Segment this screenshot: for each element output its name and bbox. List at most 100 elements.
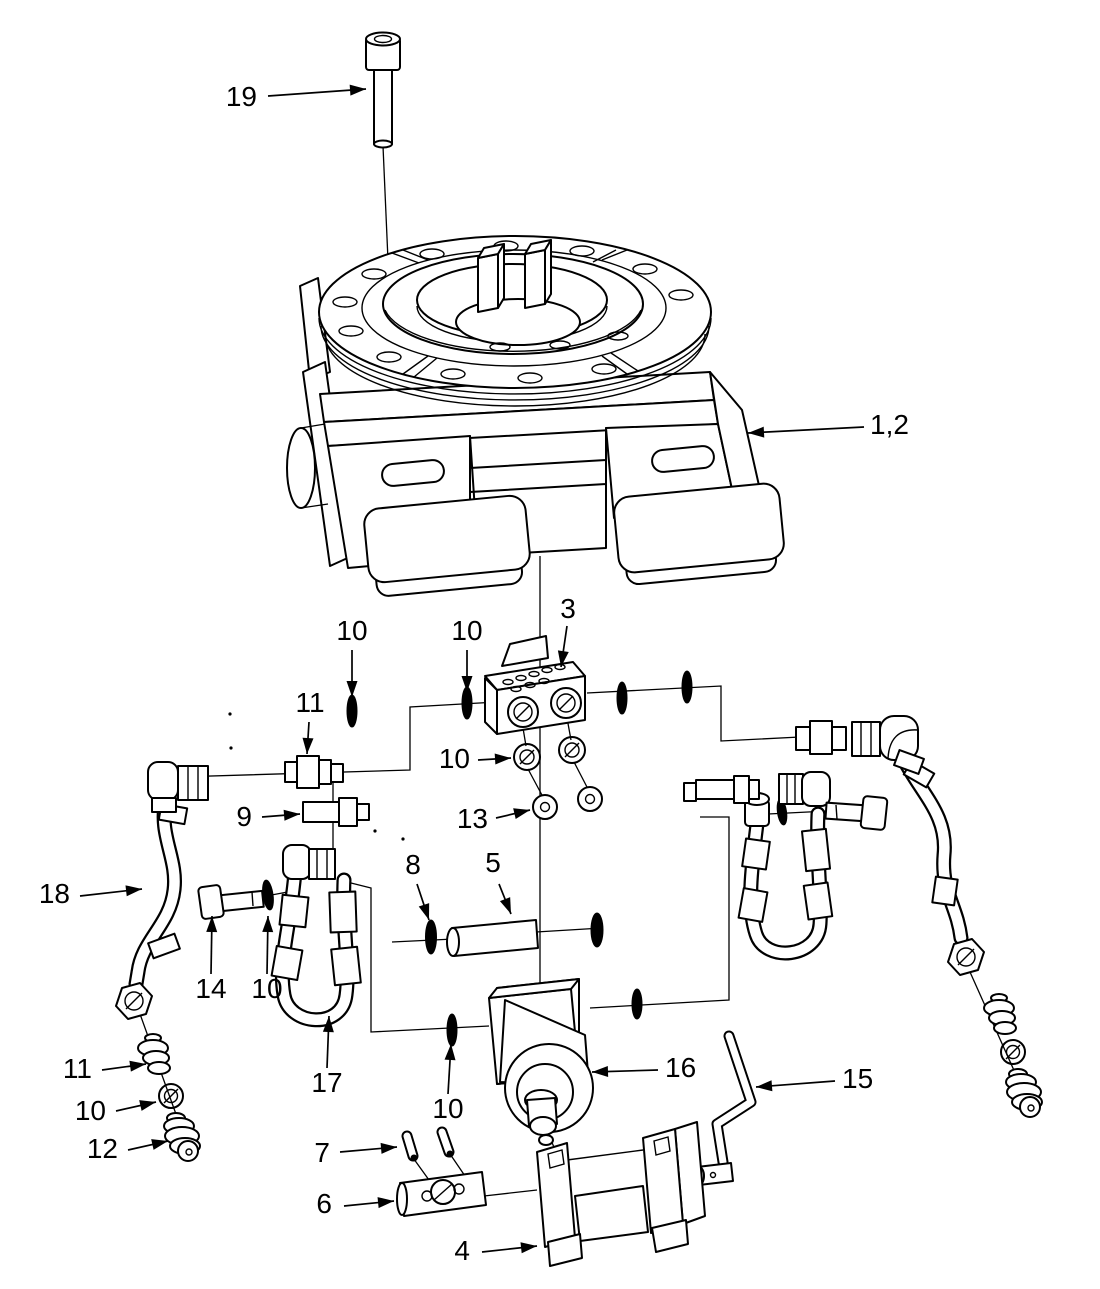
callout-leader-line xyxy=(267,88,367,97)
callout-10-a: 10 xyxy=(336,615,368,697)
callout-arrowhead-icon xyxy=(494,753,511,765)
part-label-10-e: 10 xyxy=(432,1093,463,1124)
valve-block-top-holes xyxy=(502,663,566,693)
callout-1-2: 1,2 xyxy=(747,409,909,440)
callout-arrowhead-icon xyxy=(520,1242,537,1254)
part-label-17: 17 xyxy=(311,1067,342,1098)
callout-12: 12 xyxy=(87,1133,169,1164)
callout-arrowhead-icon xyxy=(125,885,142,897)
u-hose-17-right xyxy=(683,771,889,961)
callout-11-b: 11 xyxy=(63,1053,147,1084)
cylinder-16 xyxy=(488,978,594,1146)
callout-arrowhead-icon xyxy=(139,1100,156,1111)
callout-arrowhead-icon xyxy=(557,650,569,667)
callout-arrowhead-icon xyxy=(129,1060,146,1072)
callout-11-a: 11 xyxy=(295,687,325,755)
callout-10-b: 10 xyxy=(451,615,483,692)
callout-18: 18 xyxy=(39,878,143,909)
part-label-8: 8 xyxy=(405,849,421,880)
callout-arrowhead-icon xyxy=(748,426,765,438)
callout-10-e: 10 xyxy=(432,1043,464,1124)
callout-13: 13 xyxy=(457,803,531,834)
hose-18-left xyxy=(115,761,209,1020)
callout-arrowhead-icon xyxy=(283,809,300,821)
callout-6: 6 xyxy=(316,1188,395,1219)
part-label-11-a: 11 xyxy=(295,687,324,718)
callout-arrowhead-icon xyxy=(444,1044,456,1061)
part-label-12: 12 xyxy=(87,1133,118,1164)
callout-arrowhead-icon xyxy=(380,1142,397,1154)
callout-4: 4 xyxy=(454,1235,538,1266)
u-hose-17-left xyxy=(270,844,362,1028)
callout-arrowhead-icon xyxy=(151,1139,168,1150)
seal-washers-10 xyxy=(262,670,788,1047)
callout-arrowhead-icon xyxy=(302,737,314,754)
part-label-19: 19 xyxy=(226,81,257,112)
callout-15: 15 xyxy=(755,1063,873,1094)
part-label-6: 6 xyxy=(316,1188,332,1219)
oring-10-right xyxy=(558,736,586,764)
callout-arrowhead-icon xyxy=(262,916,274,933)
callout-layer: 19 1,2 3 10 10 10 13 11 9 8 5 18 14 10 17 10 16 15 11 10 12 7… xyxy=(39,81,909,1266)
nipple-fitting-9-right xyxy=(683,775,760,804)
part-label-4: 4 xyxy=(454,1235,470,1266)
callout-19: 19 xyxy=(226,81,367,112)
valve-port-right xyxy=(550,687,582,719)
elbow-fitting-17-right xyxy=(778,771,831,807)
slewing-ring xyxy=(318,235,712,407)
part-label-9: 9 xyxy=(236,801,252,832)
part-label-3: 3 xyxy=(560,593,576,624)
callout-arrowhead-icon xyxy=(349,84,366,96)
callout-arrowhead-icon xyxy=(461,676,473,692)
elbow-fitting-18-right xyxy=(851,715,925,775)
valve-port-left xyxy=(507,696,539,728)
hex-nut-18-right xyxy=(947,938,985,976)
callout-17: 17 xyxy=(311,1015,343,1098)
clevis-4 xyxy=(536,1121,706,1267)
callout-9: 9 xyxy=(236,801,301,832)
part-label-10-d: 10 xyxy=(251,973,282,1004)
callout-arrowhead-icon xyxy=(592,1066,609,1078)
part-label-10-b: 10 xyxy=(451,615,482,646)
callout-arrowhead-icon xyxy=(322,1016,334,1033)
callout-arrowhead-icon xyxy=(377,1197,394,1209)
callout-leader-line xyxy=(747,426,865,434)
part-label-10-c: 10 xyxy=(439,743,470,774)
pin-7-a xyxy=(401,1130,419,1162)
seal-ring-10-bottom-left xyxy=(158,1083,184,1109)
plate-6 xyxy=(396,1171,487,1217)
ring-key-tabs xyxy=(477,239,552,313)
callout-10-f: 10 xyxy=(75,1095,157,1126)
part-label-18: 18 xyxy=(39,878,70,909)
part-label-5: 5 xyxy=(485,847,501,878)
part-label-10-a: 10 xyxy=(336,615,367,646)
fitting-11-bottom-right xyxy=(983,993,1017,1035)
callout-arrowhead-icon xyxy=(756,1080,773,1092)
valve-block-3 xyxy=(484,635,586,735)
seal-ring-10-bottom-right xyxy=(1000,1039,1026,1065)
ring-bolt-holes xyxy=(332,240,694,384)
screw-19 xyxy=(365,31,401,149)
part-label-10-f: 10 xyxy=(75,1095,106,1126)
callout-10-d: 10 xyxy=(251,915,283,1004)
elbow-fitting-18-left xyxy=(147,761,209,813)
callout-3: 3 xyxy=(557,593,576,668)
part-label-1-2: 1,2 xyxy=(870,409,909,440)
callout-14: 14 xyxy=(195,915,227,1004)
part-label-14: 14 xyxy=(195,973,226,1004)
part-label-16: 16 xyxy=(665,1052,696,1083)
elbow-fitting-17-left xyxy=(282,844,336,880)
callout-arrowhead-icon xyxy=(418,903,430,920)
callout-arrowhead-icon xyxy=(206,916,218,933)
callout-arrowhead-icon xyxy=(346,681,358,697)
callout-8: 8 xyxy=(405,849,430,921)
hex-nut-18-left xyxy=(115,982,153,1020)
callout-arrowhead-icon xyxy=(513,808,530,820)
plug-12-left xyxy=(163,1112,201,1162)
part-label-7: 7 xyxy=(314,1137,330,1168)
callout-5: 5 xyxy=(485,847,512,915)
fitting-11-left xyxy=(284,755,344,789)
rotator-frame xyxy=(286,277,785,597)
